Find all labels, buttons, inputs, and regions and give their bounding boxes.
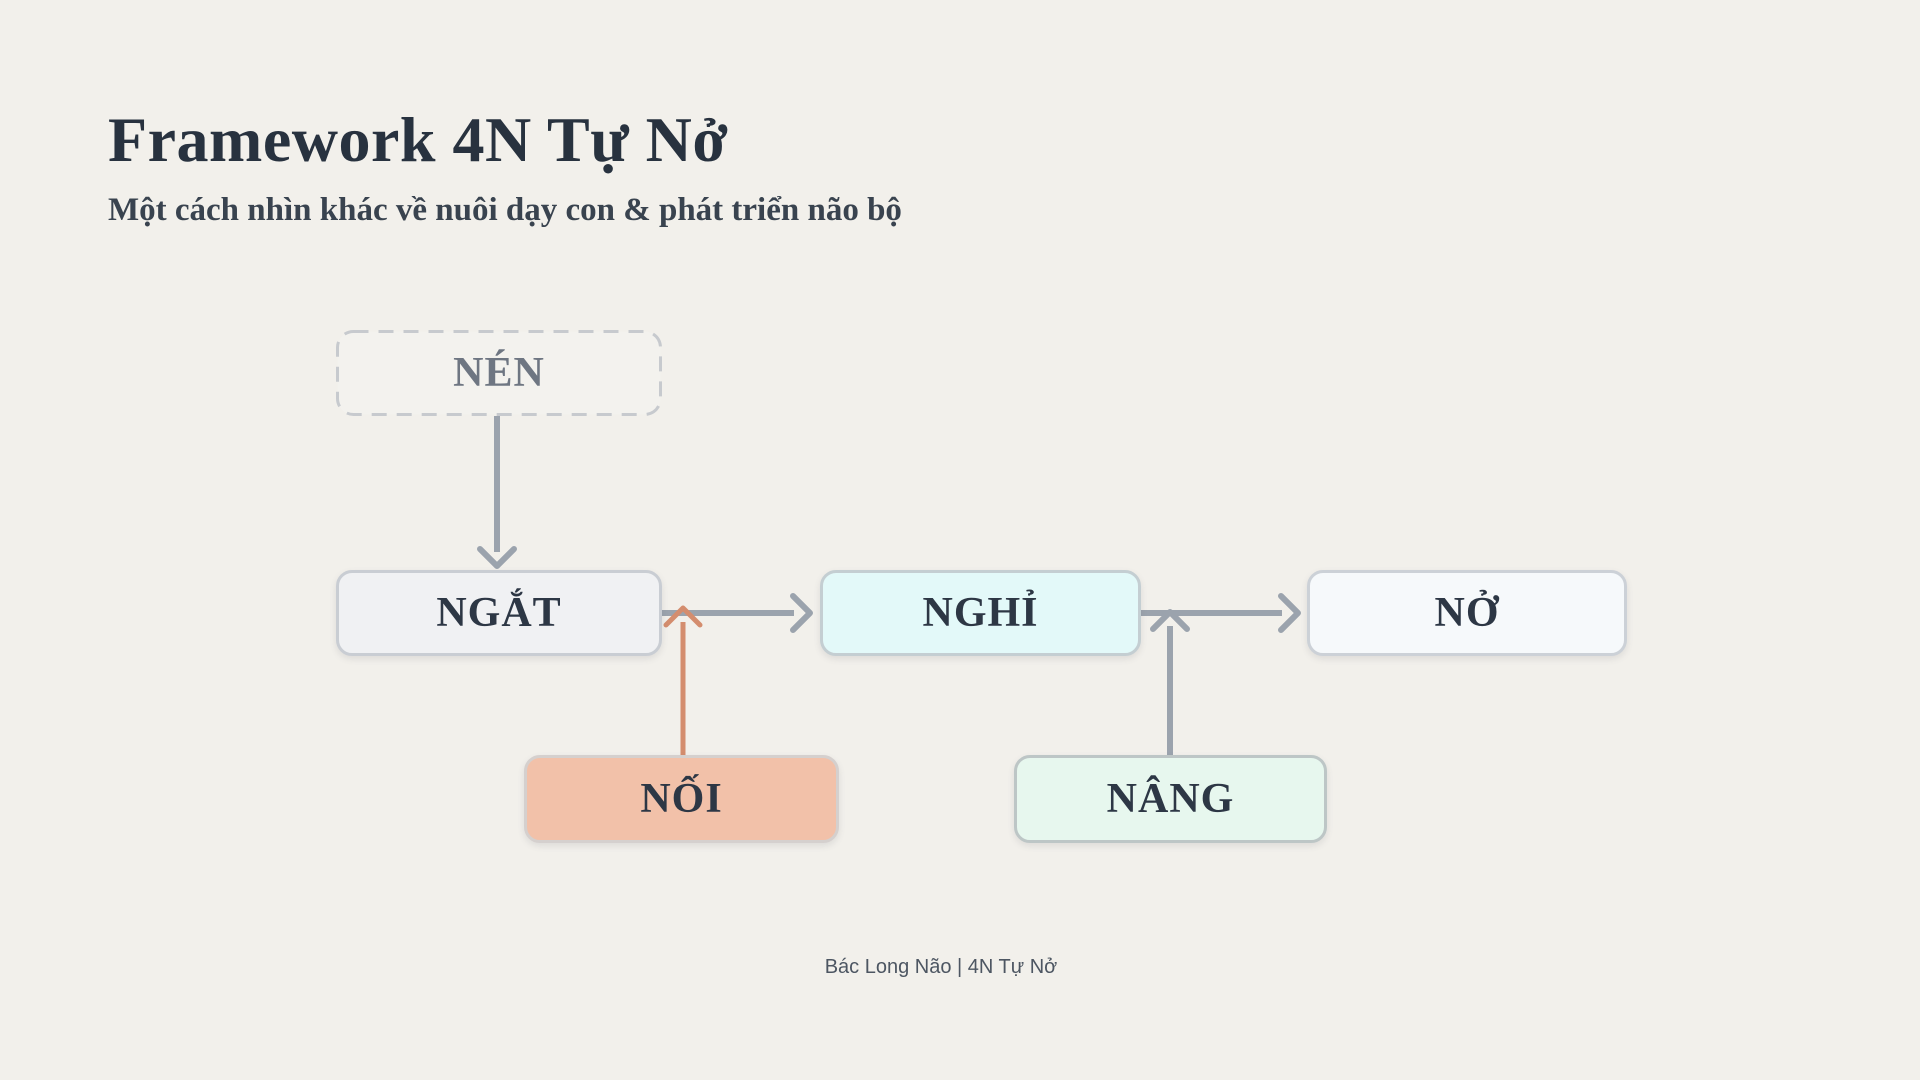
arrow-nang-up (1150, 609, 1190, 755)
page-subtitle: Một cách nhìn khác về nuôi dạy con & phá… (108, 192, 902, 228)
node-nang: NÂNG (1014, 755, 1327, 843)
arrow-noi-up (663, 605, 703, 755)
node-nen-dashed-border (336, 330, 662, 416)
node-ngat-label: NGẮT (436, 590, 562, 636)
node-noi-label: NỐI (640, 776, 723, 822)
node-nen-label: NÉN (453, 350, 545, 396)
node-noi: NỐI (524, 755, 839, 843)
node-ngat: NGẮT (336, 570, 662, 656)
node-no-label: NỞ (1434, 590, 1500, 636)
arrow-nen-to-ngat (477, 416, 517, 569)
arrow-nghi-to-no (1141, 593, 1301, 633)
node-nang-label: NÂNG (1106, 776, 1235, 822)
page-title: Framework 4N Tự Nở (108, 104, 729, 175)
node-nghi: NGHỈ (820, 570, 1141, 656)
footer-credit: Bác Long Não | 4N Tự Nở (824, 956, 1058, 978)
arrow-ngat-to-nghi (662, 593, 813, 633)
node-nghi-label: NGHỈ (922, 590, 1039, 636)
node-nen: NÉN (336, 330, 662, 416)
node-no: NỞ (1307, 570, 1627, 656)
